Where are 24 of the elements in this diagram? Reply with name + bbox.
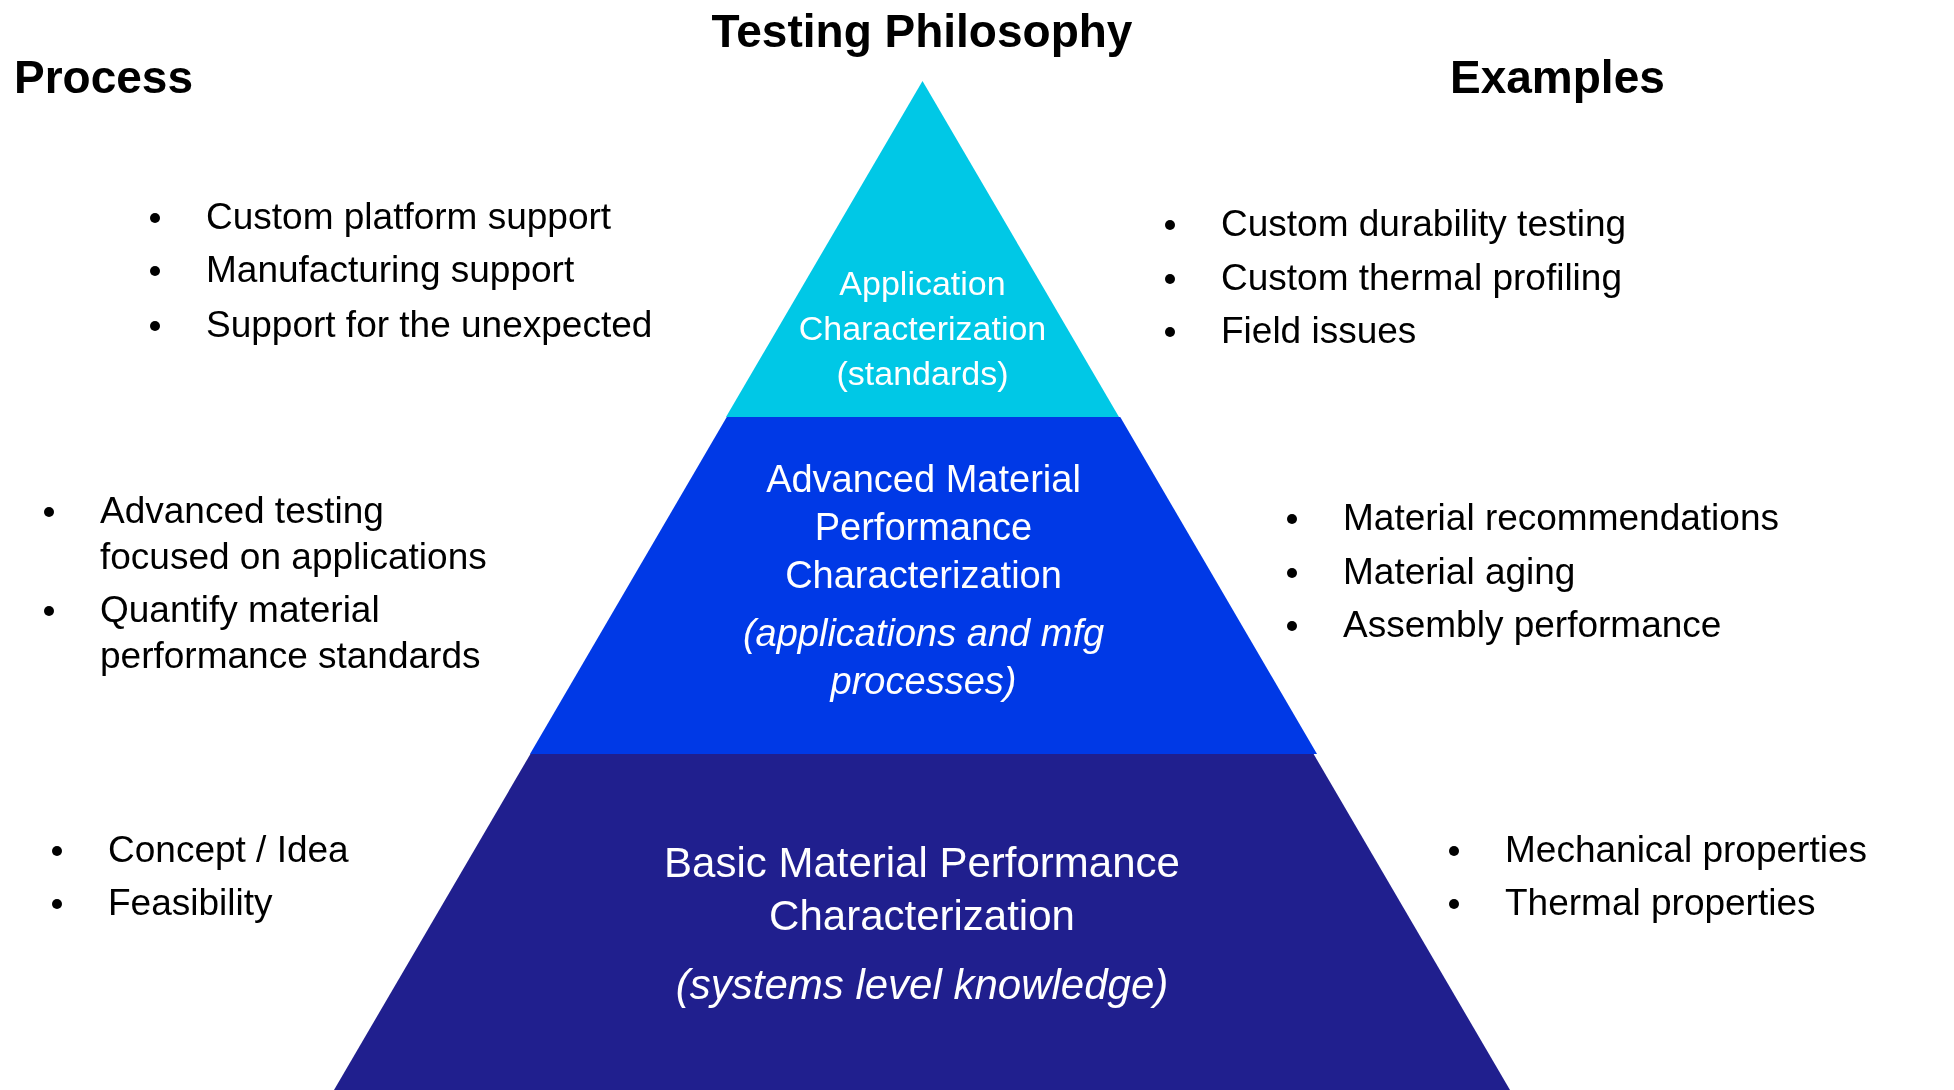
bullet-text: Mechanical properties <box>1505 828 1867 872</box>
bullet-text: Advanced testing focused on applications <box>100 489 488 579</box>
bullet-text: Manufacturing support <box>206 248 575 292</box>
bullet-text: Material recommendations <box>1343 496 1779 540</box>
bullet-text: Custom platform support <box>206 195 612 239</box>
bullet-text: Assembly performance <box>1343 603 1722 647</box>
bullet-text: Thermal properties <box>1505 881 1816 925</box>
column-heading: Examples <box>1450 50 1665 104</box>
tier-title: Advanced Material Performance Characterization <box>765 457 1082 598</box>
tier-title: Basic Material Performance Characterization <box>663 838 1181 941</box>
bullet-text: Custom thermal profiling <box>1221 256 1622 300</box>
bullet-text: Field issues <box>1221 309 1417 353</box>
bullet-text: Quantify material performance standards <box>100 588 482 678</box>
bullet-text: Material aging <box>1343 550 1576 594</box>
bullet-text: Concept / Idea <box>108 828 349 872</box>
tier-subtitle: (systems level knowledge) <box>674 960 1170 1010</box>
bullet-text: Feasibility <box>108 881 273 925</box>
diagram-title: Testing Philosophy <box>710 4 1134 58</box>
tier-title: Application Characterization <box>797 263 1048 349</box>
tier-subtitle: (applications and mfg processes) <box>741 611 1106 704</box>
bullet-text: Support for the unexpected <box>206 303 653 347</box>
column-heading: Process <box>14 50 193 104</box>
tier-subtitle: (standards) <box>835 353 1010 394</box>
bullet-text: Custom durability testing <box>1221 202 1627 246</box>
